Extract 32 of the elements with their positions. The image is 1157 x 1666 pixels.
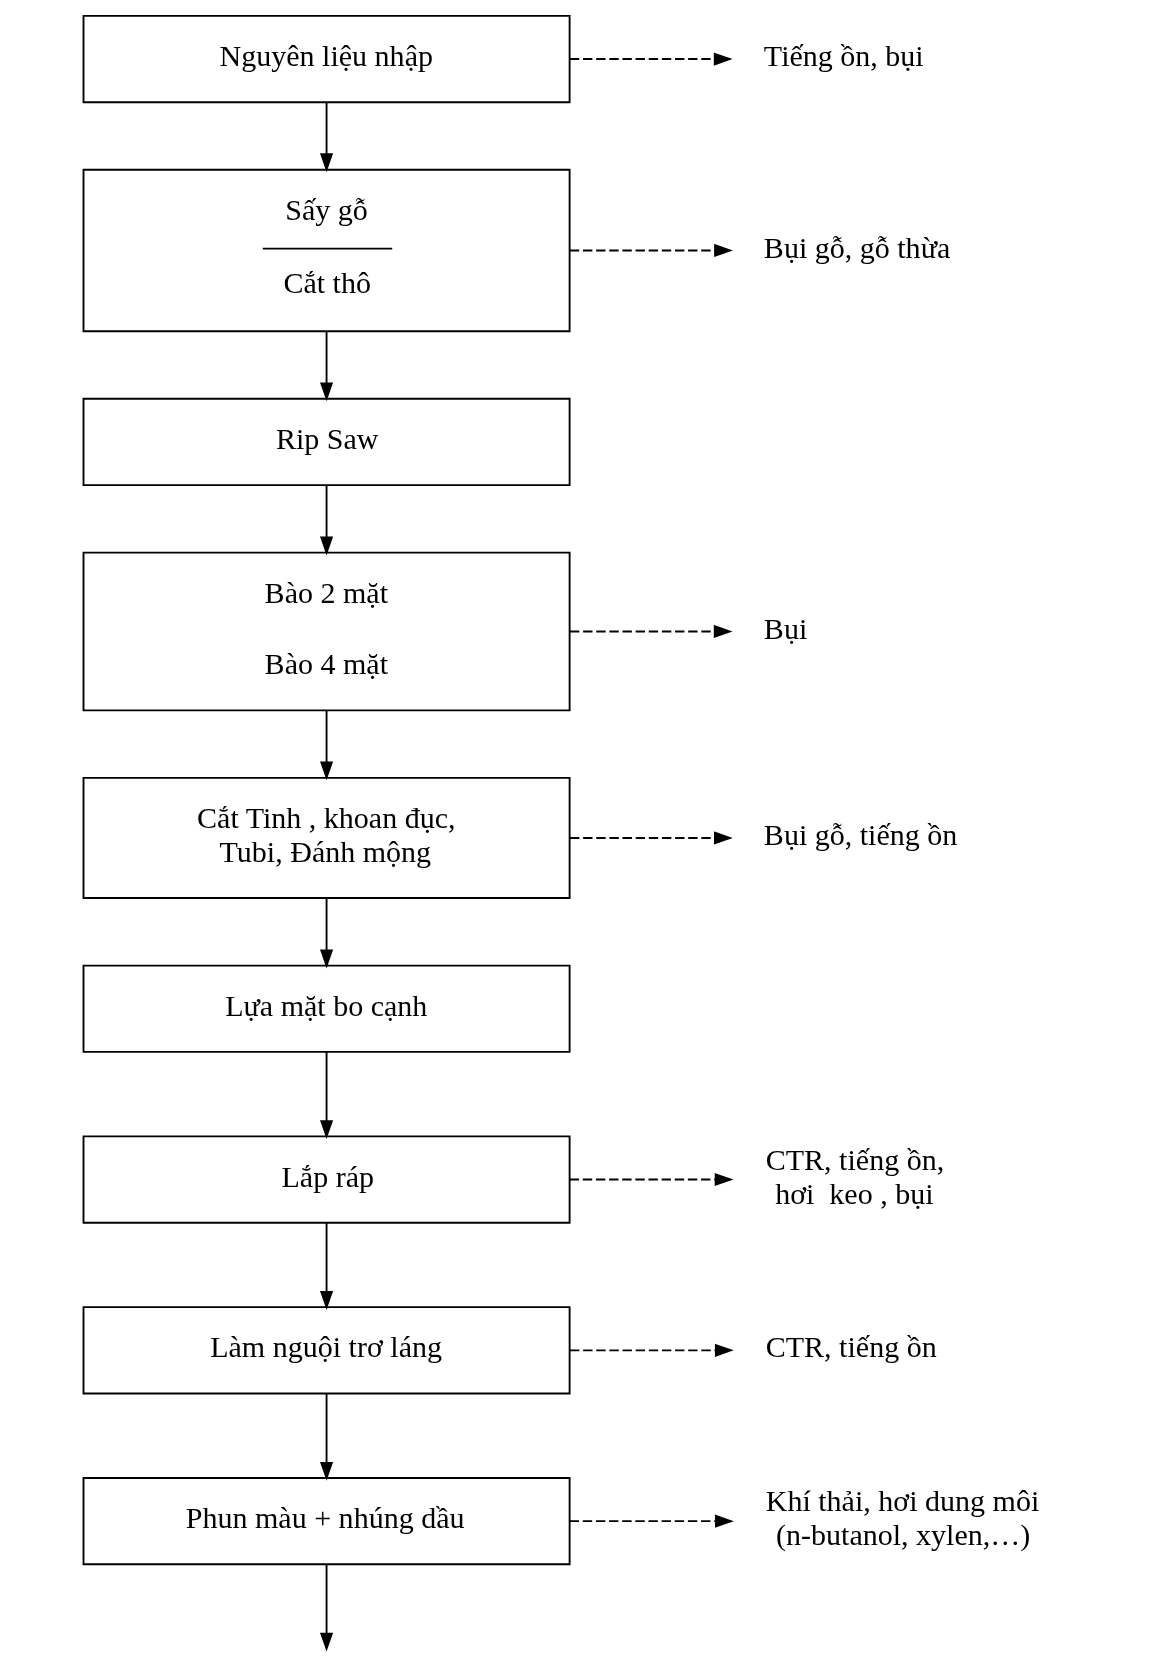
arrow bbox=[568, 831, 733, 845]
arrow bbox=[319, 1051, 333, 1140]
node-text: Khí thải, hơi dung môi (n-butanol, xylen,…) bbox=[765, 1484, 1039, 1552]
arrow bbox=[319, 897, 333, 969]
arrow bbox=[319, 1221, 333, 1310]
node-text: Bụi gỗ, tiếng ồn bbox=[763, 818, 957, 852]
arrow bbox=[568, 52, 733, 66]
node-box: Làm nguội trơ láng bbox=[82, 1306, 571, 1395]
arrow bbox=[319, 330, 333, 402]
arrow bbox=[319, 709, 333, 781]
node-box: Nguyên liệu nhập bbox=[82, 14, 571, 104]
arrow bbox=[568, 624, 733, 639]
arrow bbox=[319, 101, 333, 173]
arrow bbox=[319, 485, 333, 556]
node-box: Sấy gỗ Cắt thô bbox=[82, 168, 571, 333]
node-text: CTR, tiếng ồn bbox=[765, 1330, 937, 1364]
arrow bbox=[568, 1514, 734, 1528]
node-box: Rip Saw bbox=[82, 397, 571, 487]
arrow bbox=[568, 243, 733, 258]
arrow bbox=[568, 1343, 734, 1357]
node-text: Tiếng ồn, bụi bbox=[763, 39, 924, 73]
node-box: Lựa mặt bo cạnh bbox=[82, 964, 571, 1053]
node-box: Bào 2 mặt Bào 4 mặt bbox=[82, 551, 571, 712]
node-text: CTR, tiếng ồn, hơi keo , bụi bbox=[765, 1142, 944, 1210]
arrow bbox=[319, 1563, 333, 1652]
node-box: Phun màu + nhúng dầu bbox=[82, 1477, 571, 1566]
node-text: Bụi bbox=[763, 611, 807, 645]
arrow bbox=[319, 1392, 333, 1481]
arrow bbox=[568, 1172, 734, 1187]
node-box: Cắt Tinh , khoan đục, Tubi, Đánh mộng bbox=[82, 776, 571, 899]
node-box: Lắp ráp bbox=[82, 1135, 571, 1224]
node-text: Bụi gỗ, gỗ thừa bbox=[763, 230, 950, 264]
